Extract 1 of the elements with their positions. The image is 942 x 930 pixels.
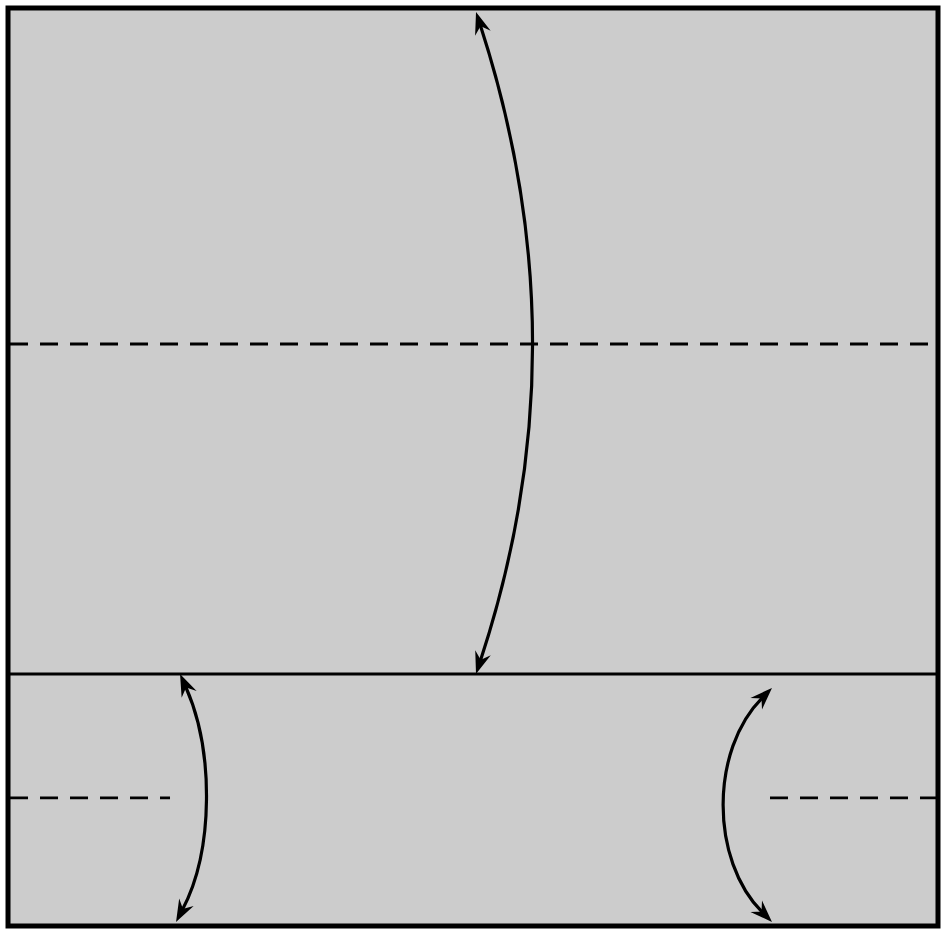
paper-square — [5, 5, 941, 929]
